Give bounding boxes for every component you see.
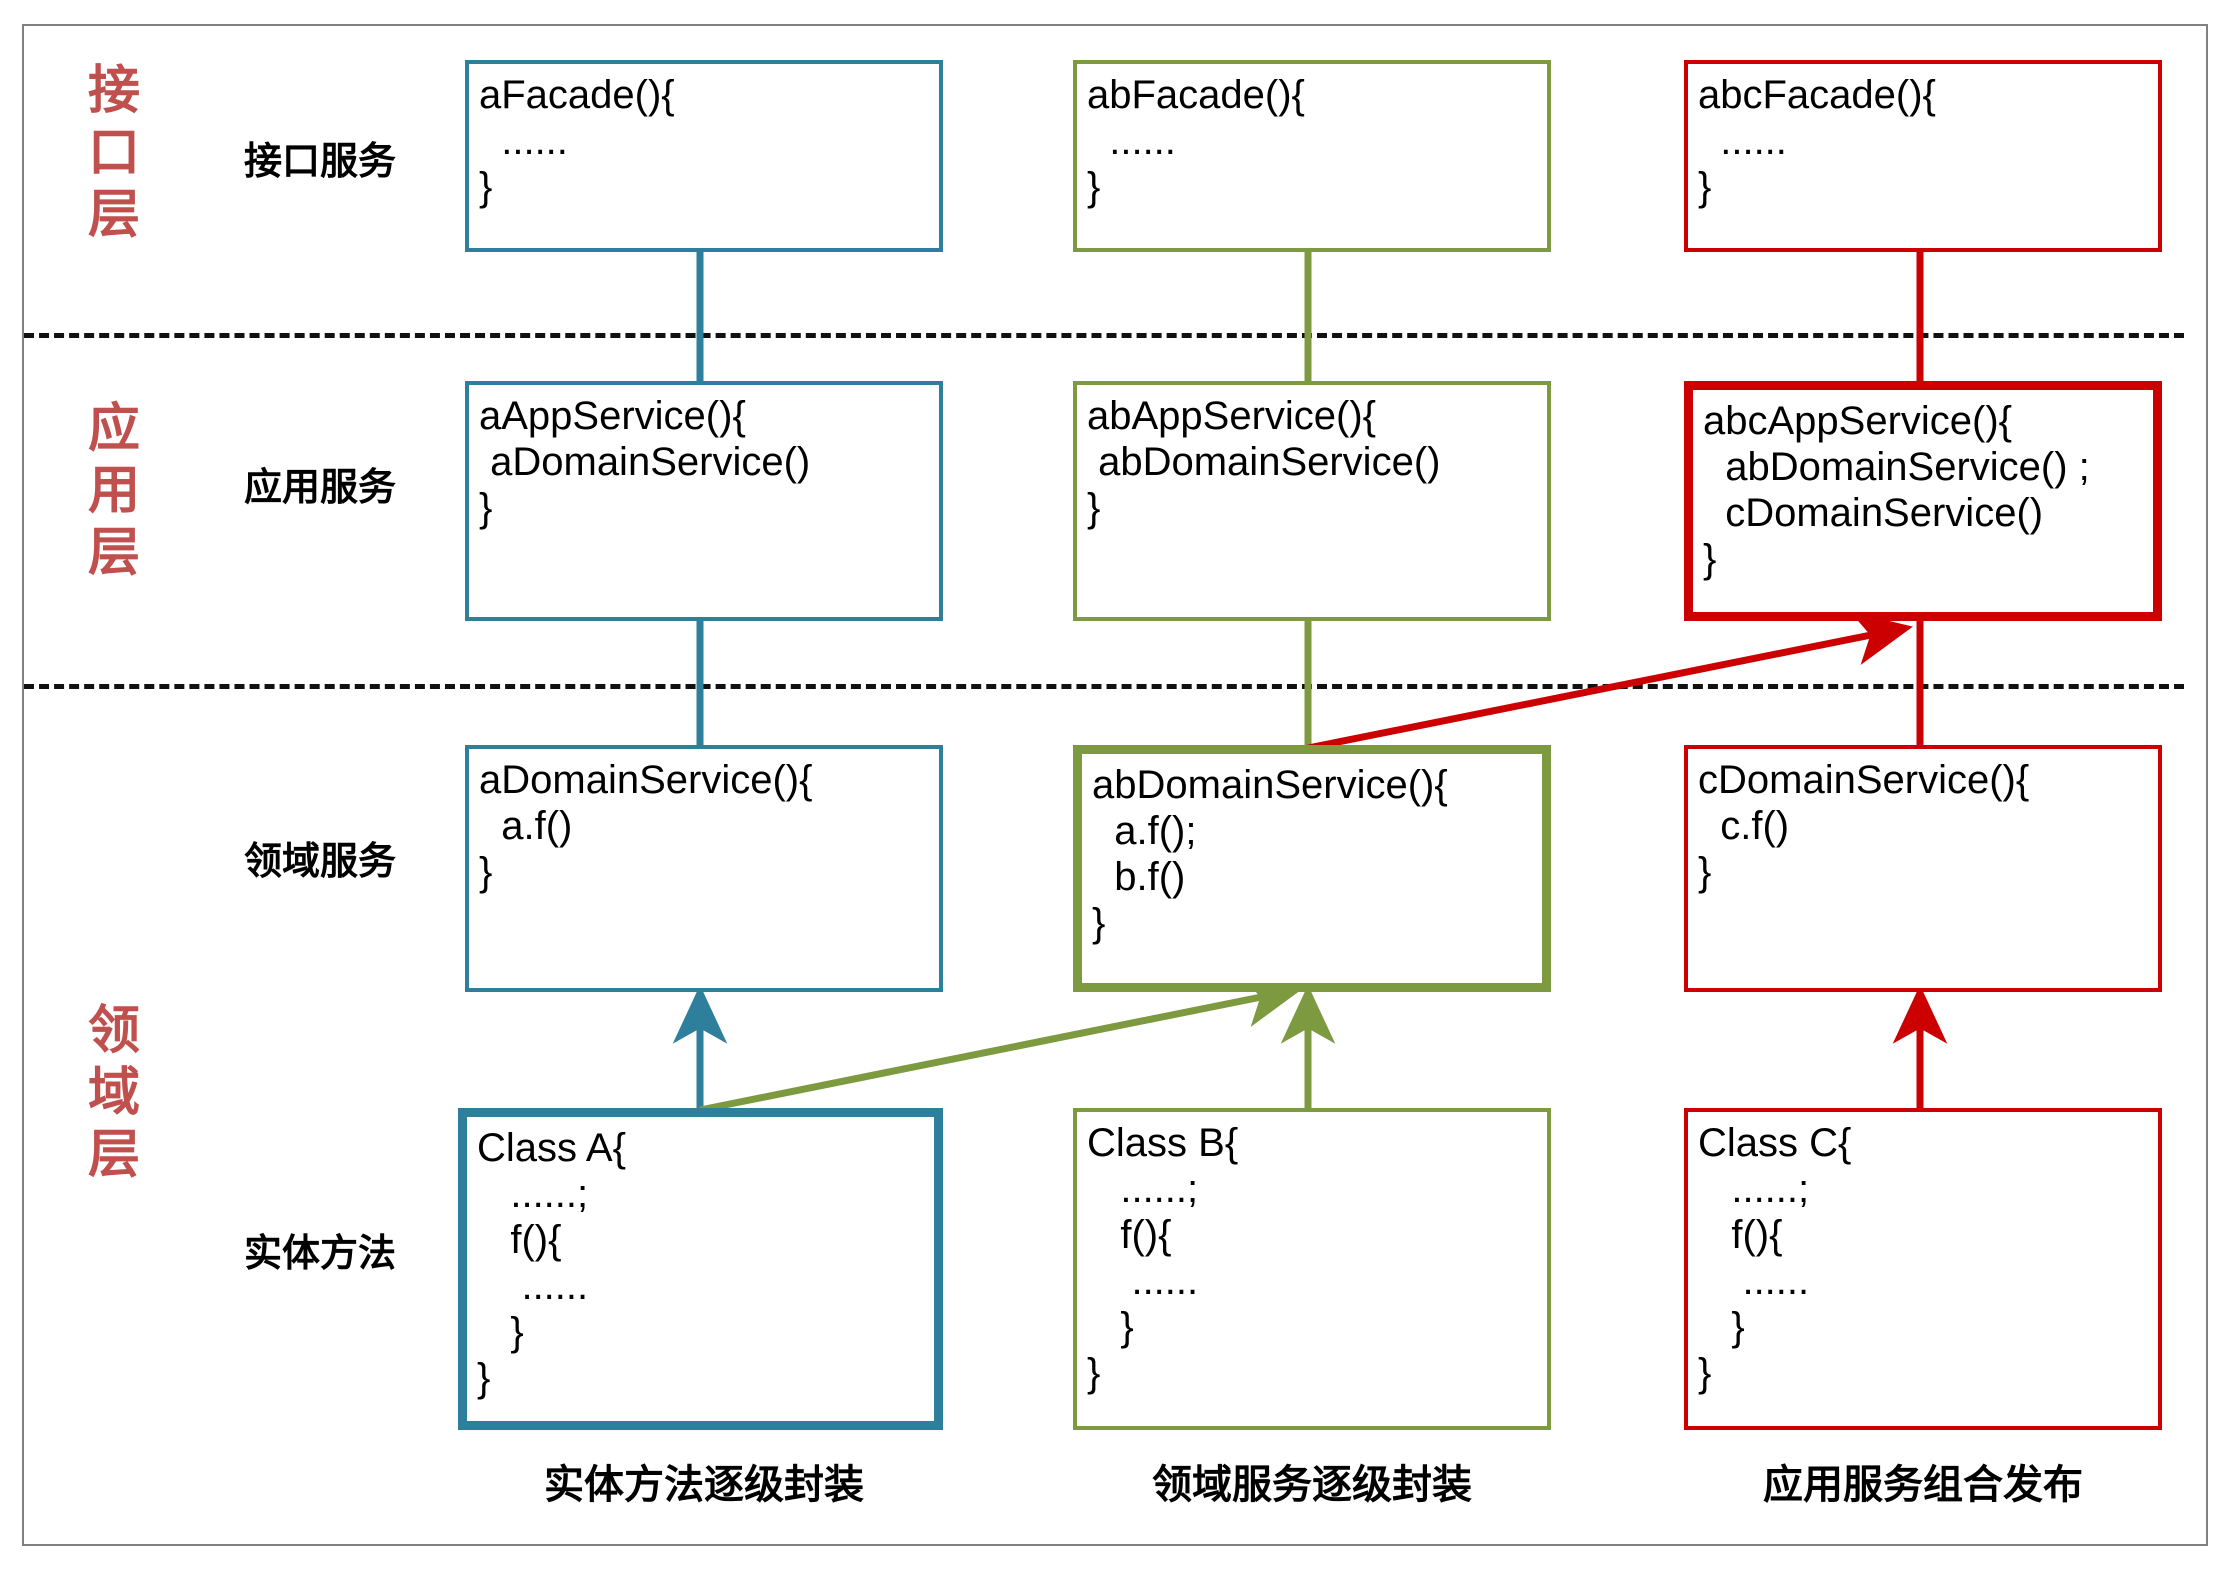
layer-title-char: 应 [87, 400, 140, 458]
layer-title-char: 领 [87, 1002, 140, 1060]
box-ab-domain-service[interactable]: abDomainService(){ a.f(); b.f() } [1073, 745, 1551, 992]
box-ab-app-service[interactable]: abAppService(){ abDomainService() } [1073, 381, 1551, 621]
row-caption-domain-service: 领域服务 [243, 841, 396, 883]
bottom-caption-col-c: 应用服务组合发布 [1763, 1463, 2083, 1507]
layer-title-char: 层 [87, 186, 140, 244]
box-c-domain-service[interactable]: cDomainService(){ c.f() } [1684, 745, 2162, 992]
divider-interface-application [24, 333, 2184, 338]
box-a-facade[interactable]: aFacade(){ ...... } [465, 60, 943, 252]
row-caption-entity-method: 实体方法 [243, 1233, 396, 1275]
layer-title-char: 用 [87, 462, 140, 520]
layer-title-application: 应 用 层 [74, 398, 154, 584]
row-caption-facade-service: 接口服务 [243, 141, 396, 183]
box-a-app-service[interactable]: aAppService(){ aDomainService() } [465, 381, 943, 621]
bottom-caption-col-a: 实体方法逐级封装 [544, 1463, 864, 1507]
box-class-b[interactable]: Class B{ ......; f(){ ...... } } [1073, 1108, 1551, 1430]
layer-title-char: 域 [87, 1064, 140, 1122]
box-class-c[interactable]: Class C{ ......; f(){ ...... } } [1684, 1108, 2162, 1430]
box-abc-app-service[interactable]: abcAppService(){ abDomainService() ; cDo… [1684, 381, 2162, 621]
row-caption-app-service: 应用服务 [243, 467, 396, 509]
layer-title-char: 接 [87, 62, 140, 120]
box-a-domain-service[interactable]: aDomainService(){ a.f() } [465, 745, 943, 992]
box-abc-facade[interactable]: abcFacade(){ ...... } [1684, 60, 2162, 252]
box-class-a[interactable]: Class A{ ......; f(){ ...... } } [458, 1108, 943, 1430]
layer-title-domain: 领 域 层 [74, 1000, 154, 1186]
layer-title-char: 层 [87, 524, 140, 582]
layer-title-char: 口 [87, 124, 140, 182]
layer-title-char: 层 [87, 1126, 140, 1184]
divider-application-domain [24, 684, 2184, 689]
bottom-caption-col-b: 领域服务逐级封装 [1152, 1463, 1472, 1507]
box-ab-facade[interactable]: abFacade(){ ...... } [1073, 60, 1551, 252]
layer-title-interface: 接 口 层 [74, 60, 154, 246]
